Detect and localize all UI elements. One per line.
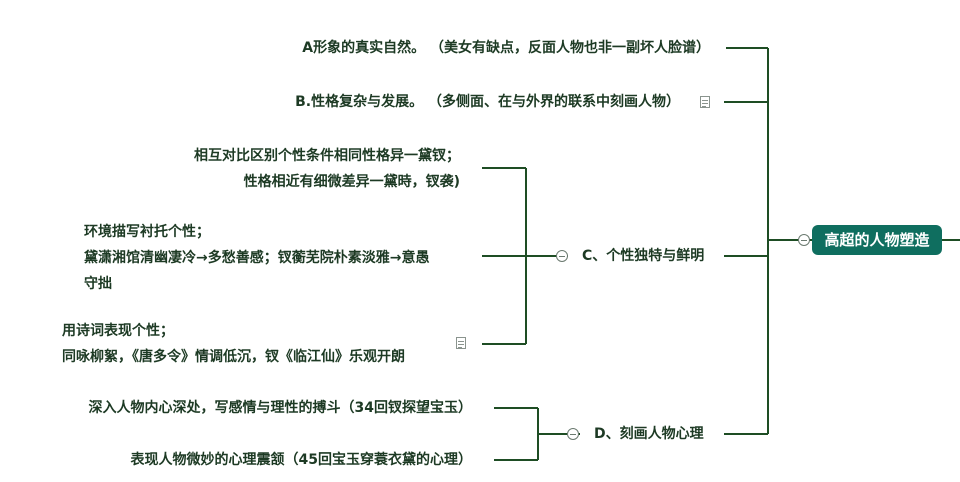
branch-d-child-1[interactable]: 深入人物内心深处，写感情与理性的搏斗（34回钗探望宝玉） (89, 395, 472, 421)
branch-c-child-1-line-1: 相互对比区别个性条件相同性格异一黛钗； (194, 148, 460, 164)
branch-b-label: B.性格复杂与发展。 （多侧面、在与外界的联系中刻画人物） (295, 94, 680, 110)
branch-c-label: C、个性独特与鲜明 (582, 248, 705, 264)
branch-d-label: D、刻画人物心理 (594, 426, 704, 442)
branch-c-child-2[interactable]: 环境描写衬托个性； 黛潇湘馆清幽凄冷→多愁善感；钗蘅芜院朴素淡雅→意愚 守拙 (84, 219, 429, 297)
branch-c-collapse-icon[interactable] (556, 250, 568, 262)
branch-c-child-3[interactable]: 用诗词表现个性； 同咏柳絮，《唐多令》情调低沉，钗《临江仙》乐观开朗 (62, 318, 405, 370)
branch-c-child-2-line-1: 环境描写衬托个性； (84, 224, 210, 240)
branch-c-child-3-line-2: 同咏柳絮，《唐多令》情调低沉，钗《临江仙》乐观开朗 (62, 349, 405, 365)
root-node[interactable]: 高超的人物塑造 (812, 225, 942, 255)
branch-b[interactable]: B.性格复杂与发展。 （多侧面、在与外界的联系中刻画人物） (295, 89, 680, 115)
branch-c-child-1-line-2: 性格相近有细微差异一黛時，钗袭) (243, 174, 460, 190)
branch-d-child-1-line-1: 深入人物内心深处，写感情与理性的搏斗（34回钗探望宝玉） (88, 400, 472, 416)
branch-a-label: A形象的真实自然。 （美女有缺点，反面人物也非一副坏人脸谱） (302, 40, 710, 56)
branch-c-child-3-line-1: 用诗词表现个性； (62, 323, 174, 339)
branch-c-child-2-line-2: 黛潇湘馆清幽凄冷→多愁善感；钗蘅芜院朴素淡雅→意愚 (84, 250, 430, 266)
branch-c-child-2-line-3: 守拙 (84, 276, 112, 292)
branch-c[interactable]: C、个性独特与鲜明 (582, 243, 704, 269)
branch-d-collapse-icon[interactable] (567, 428, 579, 440)
branch-c-child-1[interactable]: 相互对比区别个性条件相同性格异一黛钗； 性格相近有细微差异一黛時，钗袭) (194, 143, 460, 195)
root-collapse-icon[interactable] (798, 234, 810, 246)
branch-d-child-2[interactable]: 表现人物微妙的心理震颔（45回宝玉穿蓑衣黛的心理） (131, 447, 472, 473)
branch-d-child-2-line-1: 表现人物微妙的心理震颔（45回宝玉穿蓑衣黛的心理） (130, 452, 472, 468)
branch-a[interactable]: A形象的真实自然。 （美女有缺点，反面人物也非一副坏人脸谱） (302, 35, 710, 61)
branch-d[interactable]: D、刻画人物心理 (594, 421, 704, 447)
note-icon[interactable] (700, 96, 710, 108)
note-icon[interactable] (456, 337, 466, 349)
